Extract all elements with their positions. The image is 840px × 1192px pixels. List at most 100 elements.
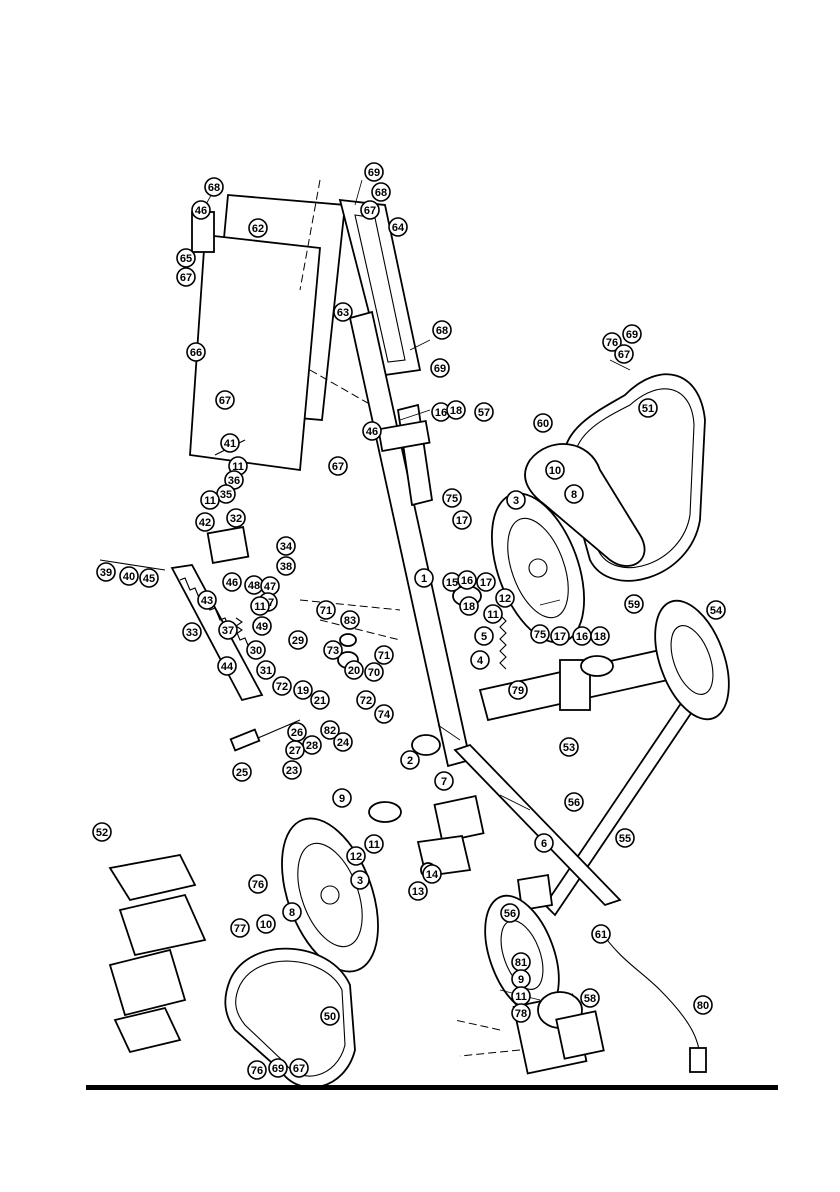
callout-71: 71 — [374, 645, 394, 665]
callout-label: 33 — [186, 627, 198, 639]
callout-26: 26 — [287, 722, 307, 742]
callout-16: 16 — [431, 402, 451, 422]
callout-label: 3 — [513, 495, 519, 507]
callout-67: 67 — [614, 344, 634, 364]
spring-79 — [499, 614, 507, 670]
callout-79: 79 — [508, 680, 528, 700]
callout-label: 42 — [199, 517, 211, 529]
wheel-hub — [320, 885, 340, 905]
callout-label: 51 — [642, 403, 654, 415]
callout-23: 23 — [282, 760, 302, 780]
callout-41: 41 — [220, 433, 240, 453]
callout-label: 78 — [515, 1008, 527, 1020]
guard-50-rim — [235, 960, 346, 1077]
pulley-59 — [580, 655, 614, 677]
callout-label: 34 — [280, 541, 293, 553]
callout-9: 9 — [511, 969, 531, 989]
callout-label: 68 — [436, 325, 448, 337]
callout-65: 65 — [176, 248, 196, 268]
callout-75: 75 — [442, 488, 462, 508]
wheel-54 — [654, 599, 730, 721]
callout-label: 20 — [348, 665, 360, 677]
callout-label: 18 — [594, 631, 606, 643]
callout-label: 25 — [236, 767, 248, 779]
callout-69: 69 — [622, 324, 642, 344]
ring-lower — [368, 801, 402, 823]
table-plate-66 — [189, 233, 321, 472]
callout-label: 14 — [426, 869, 439, 881]
callout-label: 65 — [180, 253, 192, 265]
callout-label: 45 — [143, 573, 155, 585]
callout-label: 10 — [549, 465, 561, 477]
callout-label: 64 — [392, 222, 405, 234]
decal-52-top — [108, 853, 197, 902]
callout-label: 11 — [232, 461, 244, 473]
leader — [409, 339, 431, 351]
callout-label: 30 — [250, 645, 262, 657]
callout-label: 46 — [366, 426, 378, 438]
callout-label: 17 — [480, 577, 492, 589]
bearing-2 — [411, 734, 441, 756]
callout-17: 17 — [452, 510, 472, 530]
callout-label: 13 — [412, 886, 424, 898]
callout-53: 53 — [559, 737, 579, 757]
callout-20: 20 — [344, 660, 364, 680]
callout-62: 62 — [248, 218, 268, 238]
callout-81: 81 — [511, 952, 531, 972]
leader — [539, 599, 561, 606]
callout-label: 21 — [314, 695, 326, 707]
callout-label: 61 — [595, 929, 607, 941]
dashed-guide — [459, 1049, 521, 1057]
callout-label: 11 — [487, 609, 499, 621]
callout-44: 44 — [217, 656, 237, 676]
callout-label: 49 — [256, 621, 268, 633]
callout-label: 67 — [219, 395, 231, 407]
callout-58: 58 — [580, 988, 600, 1008]
callout-label: 67 — [180, 272, 192, 284]
callout-label: 11 — [254, 601, 266, 613]
callout-67: 67 — [176, 267, 196, 287]
callout-label: 3 — [357, 875, 363, 887]
dashed-guide — [454, 1019, 501, 1031]
callout-68: 68 — [371, 182, 391, 202]
callout-label: 36 — [228, 475, 240, 487]
callout-59: 59 — [624, 594, 644, 614]
callout-label: 28 — [306, 740, 318, 752]
callout-label: 70 — [368, 667, 380, 679]
power-cord — [599, 929, 701, 1061]
callout-label: 4 — [477, 655, 484, 667]
callout-label: 69 — [368, 167, 380, 179]
leader — [609, 359, 631, 371]
callout-label: 6 — [541, 838, 547, 850]
housing-7 — [433, 794, 485, 844]
callout-72: 72 — [356, 690, 376, 710]
callout-label: 62 — [252, 223, 264, 235]
callout-label: 82 — [324, 725, 336, 737]
callout-80: 80 — [693, 995, 713, 1015]
callout-label: 59 — [628, 599, 640, 611]
callout-4: 4 — [470, 650, 490, 670]
callout-5: 5 — [474, 626, 494, 646]
callout-label: 12 — [350, 851, 362, 863]
callout-30: 30 — [246, 640, 266, 660]
callout-83: 83 — [340, 610, 360, 630]
callout-43: 43 — [197, 590, 217, 610]
callout-14: 14 — [422, 864, 442, 884]
callout-label: 75 — [534, 629, 546, 641]
callout-label: 81 — [515, 957, 527, 969]
callout-label: 72 — [276, 681, 288, 693]
callout-label: 11 — [515, 991, 527, 1003]
callout-11: 11 — [483, 604, 503, 624]
callout-69: 69 — [364, 162, 384, 182]
callout-46: 46 — [222, 572, 242, 592]
callout-49: 49 — [252, 616, 272, 636]
callout-label: 39 — [100, 567, 112, 579]
callout-15: 15 — [442, 572, 462, 592]
callout-17: 17 — [476, 572, 496, 592]
callout-layer: 68 46 65 67 62 69 68 67 64 63 68 69 66 6… — [92, 162, 726, 1080]
leader — [354, 179, 363, 206]
callout-66: 66 — [186, 342, 206, 362]
callout-label: 52 — [96, 827, 108, 839]
callout-label: 19 — [297, 685, 309, 697]
callout-label: 76 — [606, 337, 618, 349]
